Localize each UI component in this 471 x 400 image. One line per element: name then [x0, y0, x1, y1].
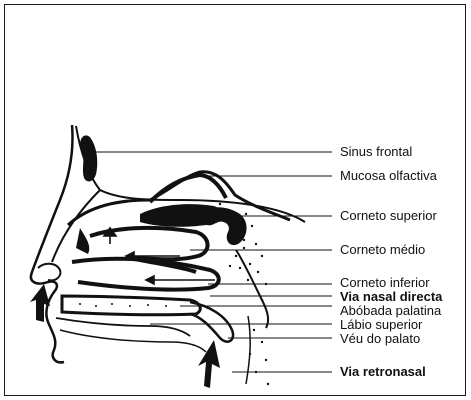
olfactory-mucosa: [150, 175, 226, 202]
label-mucosa-olfactiva: Mucosa olfactiva: [340, 169, 437, 183]
posterior-pharynx-wall: [246, 316, 250, 384]
label-abobada-palatina: Abóbada palatina: [340, 304, 441, 318]
palate-texture: [79, 303, 167, 307]
label-corneto-superior: Corneto superior: [340, 209, 437, 223]
soft-palate: [190, 302, 233, 342]
face-profile: [31, 125, 73, 362]
label-corneto-inferior: Corneto inferior: [340, 276, 430, 290]
label-via-retronasal: Via retronasal: [340, 365, 426, 379]
middle-turbinate-tip: [76, 228, 89, 254]
inferior-turbinate: [72, 259, 219, 290]
leader-lines: [96, 152, 332, 372]
nostril: [38, 264, 60, 281]
label-labio-superior: Lábio superior: [340, 318, 422, 332]
label-via-nasal-directa: Via nasal directa: [340, 290, 442, 304]
nasopharynx-wall: [236, 250, 268, 328]
label-sinus-frontal: Sinus frontal: [340, 145, 412, 159]
label-veu-do-palato: Véu do palato: [340, 332, 420, 346]
retronasal-route-arrow: [198, 340, 220, 388]
label-corneto-medio: Corneto médio: [340, 243, 425, 257]
hard-palate: [62, 296, 200, 315]
